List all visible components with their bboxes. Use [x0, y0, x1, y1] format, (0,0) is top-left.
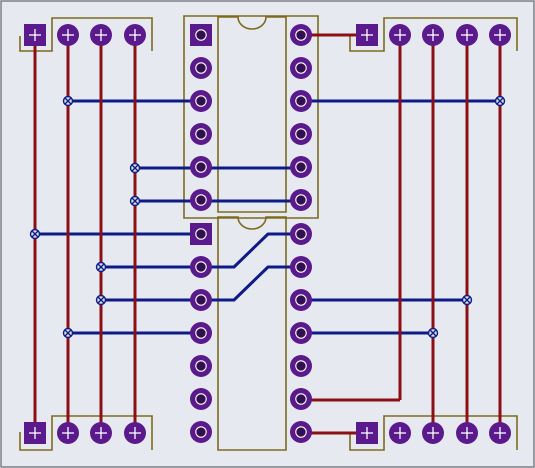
square-pad — [356, 24, 378, 46]
component-pads — [24, 24, 511, 444]
ic-pin-1-pad — [190, 24, 212, 46]
ic-body-upper — [217, 16, 287, 213]
square-pad — [24, 24, 46, 46]
ic-pin-pad — [190, 189, 212, 211]
ic-pin-pad — [290, 90, 312, 112]
ic-pin-pad — [190, 388, 212, 410]
via-icon — [494, 95, 506, 107]
via-icon — [95, 261, 107, 273]
ic-pin-pad — [290, 289, 312, 311]
round-pad — [124, 422, 146, 444]
ic-pin-pad — [190, 289, 212, 311]
header-outline-top-right — [349, 17, 518, 52]
round-pad — [389, 24, 411, 46]
ic-pin-pad — [290, 123, 312, 145]
ic-pin-pad — [290, 388, 312, 410]
round-pad — [57, 24, 79, 46]
square-pad — [356, 422, 378, 444]
round-pad — [456, 24, 478, 46]
header-outline-bottom-left — [19, 415, 153, 451]
round-pad — [456, 422, 478, 444]
ic-pin-pad — [190, 421, 212, 443]
round-pad — [489, 422, 511, 444]
ic-pin-pad — [190, 123, 212, 145]
round-pad — [124, 24, 146, 46]
header-outline-bottom-right — [349, 415, 518, 451]
round-pad — [90, 422, 112, 444]
via-icon — [95, 294, 107, 306]
via-icon — [62, 95, 74, 107]
ic-outline-upper — [183, 15, 319, 219]
round-pad — [90, 24, 112, 46]
round-pad — [489, 24, 511, 46]
ic-pin-pad — [290, 156, 312, 178]
ic-pin-pad — [190, 156, 212, 178]
via-icon — [29, 228, 41, 240]
ic-pin-pad — [190, 90, 212, 112]
round-pad — [57, 422, 79, 444]
ic-pin-pad — [290, 355, 312, 377]
ic-pin-pad — [290, 421, 312, 443]
ic-pin-pad — [290, 57, 312, 79]
vias — [29, 95, 506, 339]
round-pad — [422, 422, 444, 444]
ic-pin-pad — [290, 24, 312, 46]
header-outline-top-left — [19, 17, 153, 52]
ic-pin-1-pad — [190, 223, 212, 245]
ic-body-lower — [217, 216, 287, 451]
square-pad — [24, 422, 46, 444]
ic-pin-pad — [190, 256, 212, 278]
via-icon — [129, 162, 141, 174]
round-pad — [389, 422, 411, 444]
ic-pin-pad — [190, 322, 212, 344]
via-icon — [427, 327, 439, 339]
via-icon — [62, 327, 74, 339]
ic-pin-pad — [290, 322, 312, 344]
ic-pin-pad — [190, 57, 212, 79]
ic-pin-pad — [290, 223, 312, 245]
via-icon — [129, 195, 141, 207]
via-icon — [461, 294, 473, 306]
ic-pin-pad — [290, 189, 312, 211]
round-pad — [422, 24, 444, 46]
ic-pin-pad — [190, 355, 212, 377]
ic-pin-pad — [290, 256, 312, 278]
component-outlines — [19, 15, 518, 451]
